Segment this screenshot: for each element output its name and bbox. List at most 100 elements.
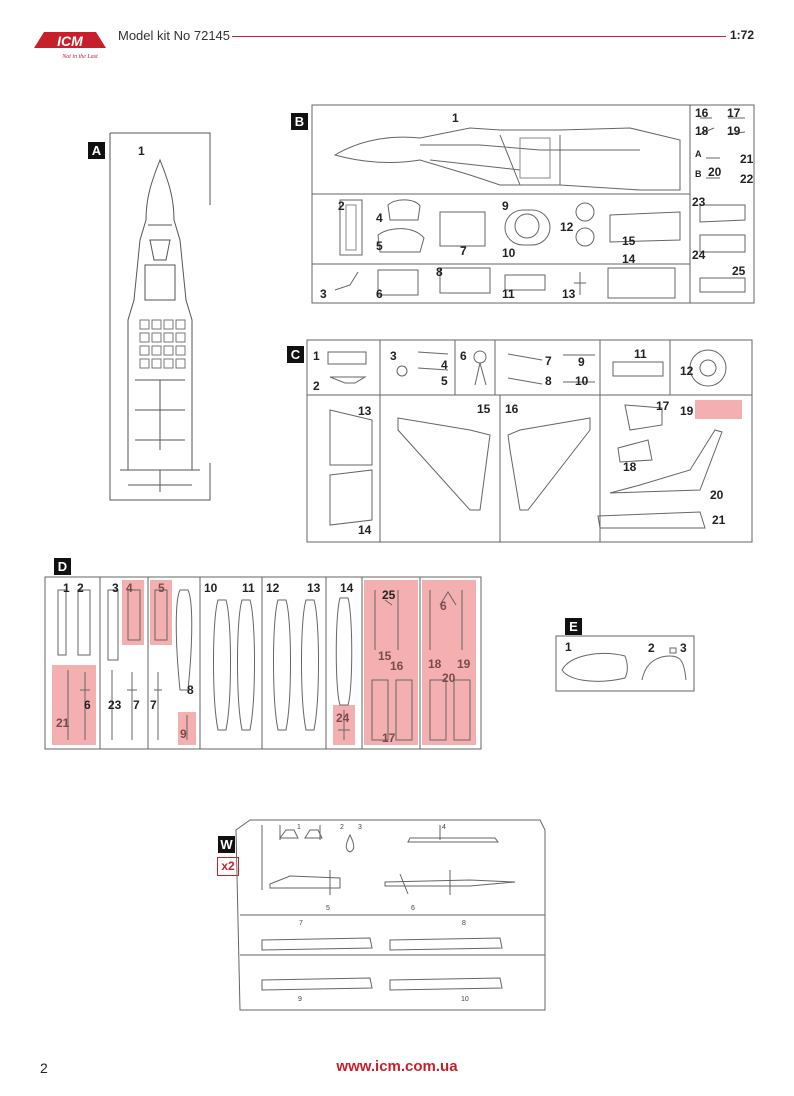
sprue-d-part-15: 15: [378, 649, 392, 663]
sprue-b-part-13: 13: [562, 287, 576, 301]
sprue-c-highlight-19: [695, 400, 742, 419]
sprue-w-tag: W: [218, 836, 235, 853]
sprue-c-part-8: 8: [545, 374, 552, 388]
sprue-d-part-17: 17: [382, 731, 396, 745]
sprue-c-part-13: 13: [358, 404, 372, 418]
sprue-d-part-25: 6: [440, 599, 447, 613]
sprue-c-part-6: 6: [460, 349, 467, 363]
page-title: Model kit No 72145: [118, 28, 231, 43]
sprue-d-part-5: 5: [158, 581, 165, 595]
sprue-c-part-19: 19: [680, 404, 694, 418]
sprue-c-part-16: 16: [505, 402, 519, 416]
sprue-b-part-22: 22: [740, 172, 754, 186]
sprue-d-part-7b: 7: [150, 698, 157, 712]
sprue-w-part-7: 7: [299, 920, 303, 927]
website-link[interactable]: www.icm.com.ua: [336, 1058, 458, 1075]
sprue-d-part-20: 20: [442, 671, 456, 685]
sprue-b-part-4: 4: [376, 211, 383, 225]
sprue-d-part-18: 18: [428, 657, 442, 671]
sprue-b-part-19: 19: [727, 124, 741, 138]
sprue-w-part-8: 8: [462, 920, 466, 927]
sprue-c-part-1: 1: [313, 349, 320, 363]
icm-logo: ICM Not in the Last: [34, 32, 106, 60]
sprue-w-part-4: 4: [442, 824, 446, 831]
sprue-b-part-8: 8: [436, 265, 443, 279]
sprue-d-part-13: 13: [307, 581, 321, 595]
sprue-b-part-24: 24: [692, 248, 706, 262]
sprue-c-part-20: 20: [710, 488, 724, 502]
sprue-b-part-20: 20: [708, 165, 722, 179]
sprue-c-part-12: 12: [680, 364, 694, 378]
sprue-d-part-4: 4: [126, 581, 133, 595]
sprue-b-part-17: 17: [727, 106, 741, 120]
sprue-c-part-14: 14: [358, 523, 372, 537]
sprue-b-part-10: 10: [502, 246, 516, 260]
scale-label: 1:72: [729, 28, 754, 42]
sprue-e-part-2: 2: [648, 641, 655, 655]
sprue-w-multiplier: x2: [217, 857, 239, 876]
sprue-b-part-18: 18: [695, 124, 709, 138]
sprue-b-part-15: 15: [622, 234, 636, 248]
sprue-w-part-1: 1: [297, 824, 301, 831]
sprue-e-part-3: 3: [680, 641, 687, 655]
sprue-c-part-18: 18: [623, 460, 637, 474]
sprue-d-part-21: 21: [56, 716, 70, 730]
sprue-b-part-b: B: [695, 169, 702, 179]
page-number: 2: [40, 1060, 48, 1076]
sprue-c-part-17: 17: [656, 399, 670, 413]
sprue-b-part-9: 9: [502, 199, 509, 213]
sprue-d-part-23: 24: [336, 711, 350, 725]
sprue-c-tag: C: [287, 346, 304, 363]
sprue-w-part-10: 10: [461, 996, 469, 1003]
sprue-w-part-9: 9: [298, 996, 302, 1003]
sprue-b-part-3: 3: [320, 287, 327, 301]
sprue-d-part-10: 10: [204, 581, 218, 595]
sprue-b-part-21: 21: [740, 152, 754, 166]
sprue-c-part-10: 10: [575, 374, 589, 388]
sprue-a-tag: A: [88, 142, 105, 159]
sprue-c-part-5: 5: [441, 374, 448, 388]
sprue-d-part-8: 8: [187, 683, 194, 697]
sprue-d-part-12: 12: [266, 581, 280, 595]
sprue-c-part-21: 21: [712, 513, 726, 527]
sprue-d-part-6b: 23: [108, 698, 122, 712]
sprue-d-part-24: 25: [382, 588, 396, 602]
sprue-c-part-4: 4: [441, 358, 448, 372]
sprue-d-part-9: 9: [180, 727, 187, 741]
svg-text:Not in the Last: Not in the Last: [61, 54, 98, 60]
sprue-b-part-7: 7: [460, 244, 467, 258]
sprue-w-part-6: 6: [411, 905, 415, 912]
header-rule: [232, 36, 726, 37]
sprue-d-part-19: 19: [457, 657, 471, 671]
sprue-e-part-1: 1: [565, 640, 572, 654]
sprue-b-part-6: 6: [376, 287, 383, 301]
sprue-d-part-6: 6: [84, 698, 91, 712]
sprue-d-part-16: 16: [390, 659, 404, 673]
sprue-b-part-11: 11: [502, 287, 515, 301]
sprue-c-part-7: 7: [545, 354, 552, 368]
sprue-b-part-12: 12: [560, 220, 574, 234]
sprue-e-tag: E: [565, 618, 582, 635]
sprue-c-part-9: 9: [578, 355, 585, 369]
sprue-d-part-3: 3: [112, 581, 119, 595]
sprue-d-part-14: 14: [340, 581, 354, 595]
sprue-b-part-23: 23: [692, 195, 706, 209]
sprue-d-tag: D: [54, 558, 71, 575]
sprue-c-part-2: 2: [313, 379, 320, 393]
sprue-b-part-25: 25: [732, 264, 746, 278]
sprue-w-part-5: 5: [326, 905, 330, 912]
sprue-b-part-16: 16: [695, 106, 709, 120]
sprue-w-part-2: 2: [340, 824, 344, 831]
sprue-c-part-3: 3: [390, 349, 397, 363]
sprue-d-part-11: 11: [242, 581, 255, 595]
sprue-b-part-2: 2: [338, 199, 345, 213]
sprue-d-part-7a: 7: [133, 698, 140, 712]
sprue-b-part-5: 5: [376, 239, 383, 253]
sprue-c-part-11: 11: [634, 347, 647, 361]
sprue-w-part-3: 3: [358, 824, 362, 831]
